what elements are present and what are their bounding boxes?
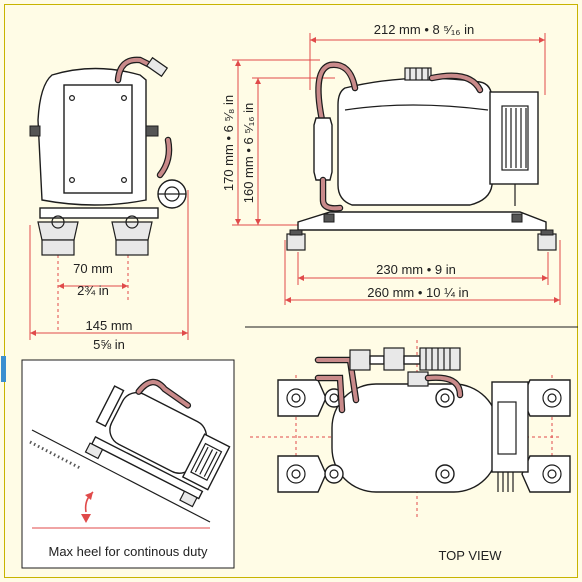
service-valve: [349, 349, 371, 371]
front-base-plate: [297, 211, 547, 231]
top-view-caption: TOP VIEW: [438, 548, 502, 563]
electrical-box: [489, 91, 539, 185]
side-view: 70 mm 2¾ in 145 mm 5⅝ in: [29, 56, 189, 352]
height-body-label: 160 mm • 6 ⁵⁄₁₆ in: [241, 103, 256, 204]
filter-drier: [313, 117, 333, 181]
heel-caption: Max heel for continous duty: [49, 544, 208, 559]
top-connector: [404, 67, 432, 81]
housing-panel: [63, 84, 133, 194]
depth-dimension-label: 212 mm • 8 ⁵⁄₁₆ in: [374, 22, 475, 37]
mount-lug-bottom-right: [521, 455, 571, 493]
heel-angle-arrow-up: [85, 492, 93, 500]
height-total-label: 170 mm • 6 ⁵⁄₈ in: [221, 95, 236, 191]
side-outer-mm-label: 145 mm: [86, 318, 133, 333]
outer-frame: [4, 4, 578, 578]
mount-lug-top-right: [521, 379, 571, 417]
side-outer-in-label: 5⅝ in: [93, 337, 125, 352]
heel-filter: [95, 385, 125, 428]
compressor-body-front: [337, 77, 493, 206]
mount-width-label: 230 mm • 9 in: [376, 262, 456, 277]
heel-angle-arrow-down: [81, 514, 91, 523]
mount-lug-bottom-left: [277, 455, 327, 493]
heel-inset: Max heel for continous duty: [21, 359, 235, 569]
front-view: 212 mm • 8 ⁵⁄₁₆ in 170 mm • 6 ⁵⁄₈ in 160…: [221, 22, 561, 305]
side-inner-in-label: 2¾ in: [77, 283, 109, 298]
mount-lug-top-left: [277, 379, 327, 417]
side-tab-accent: [1, 356, 6, 382]
side-base-plate: [39, 207, 159, 219]
top-view: TOP VIEW: [250, 340, 571, 563]
base-width-label: 260 mm • 10 ¼ in: [367, 285, 468, 300]
electrical-box-top: [491, 381, 529, 473]
process-tube-fitting: [383, 347, 405, 371]
side-inner-mm-label: 70 mm: [73, 261, 113, 276]
